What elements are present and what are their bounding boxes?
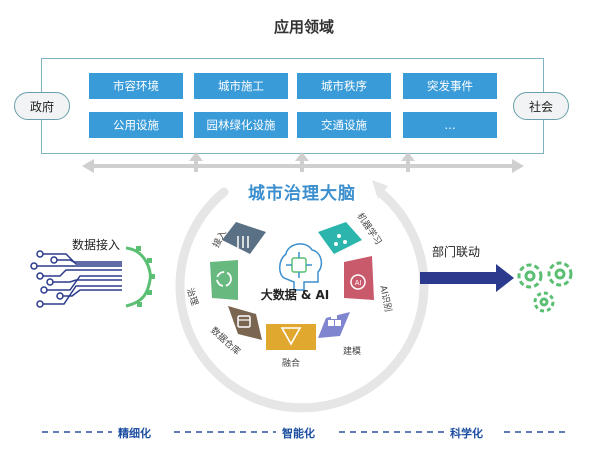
app-tile-traffic-facilities: 交通设施 (297, 112, 391, 138)
network-icon (334, 234, 347, 246)
circuit-gear-icon (30, 246, 155, 308)
app-tile-city-appearance: 市容环境 (89, 73, 183, 99)
ring-segments (210, 222, 374, 350)
data-intake-label: 数据接入 (72, 238, 121, 252)
government-pill: 政府 (14, 92, 70, 120)
segment-ai (344, 256, 374, 300)
up-arrows (189, 152, 415, 172)
cubes-icon (328, 313, 341, 326)
svg-text:AI: AI (355, 280, 362, 287)
app-tile-public-facilities: 公用设施 (89, 112, 183, 138)
dept-link-arrow (420, 264, 514, 292)
segment-governance (210, 260, 238, 300)
ring-label-modeling: 建模 (343, 347, 362, 357)
bottom-label-intelligent: 智能化 (282, 427, 315, 440)
dept-link-label: 部门联动 (432, 245, 481, 259)
gear-cluster-icon (517, 261, 573, 313)
segment-warehouse (228, 306, 262, 340)
segment-fusion (266, 324, 316, 350)
app-tile-landscaping: 园林绿化设施 (194, 112, 288, 138)
app-tile-city-construction: 城市施工 (194, 73, 288, 99)
app-tile-more: ... (403, 112, 497, 138)
center-label: 大数据 & AI (260, 288, 330, 302)
recycle-icon (216, 271, 232, 287)
equalizer-icon (237, 236, 249, 248)
ai-chip-icon: AI (350, 274, 366, 290)
app-tile-city-order: 城市秩序 (297, 73, 391, 99)
brain-chip-icon (279, 243, 323, 291)
core-title: 城市治理大脑 (248, 184, 356, 204)
segment-intake (222, 222, 266, 254)
society-pill: 社会 (513, 92, 569, 120)
bottom-label-scientific: 科学化 (450, 427, 483, 440)
diagram-title: 应用领域 (273, 18, 334, 36)
bottom-label-refined: 精细化 (118, 427, 151, 440)
app-tile-emergencies: 突发事件 (403, 73, 497, 99)
database-icon (237, 315, 251, 328)
orbit-arrowhead (372, 180, 388, 199)
segment-ml (318, 222, 362, 254)
ring-label-fusion: 融合 (282, 359, 301, 369)
funnel-icon (280, 327, 302, 346)
